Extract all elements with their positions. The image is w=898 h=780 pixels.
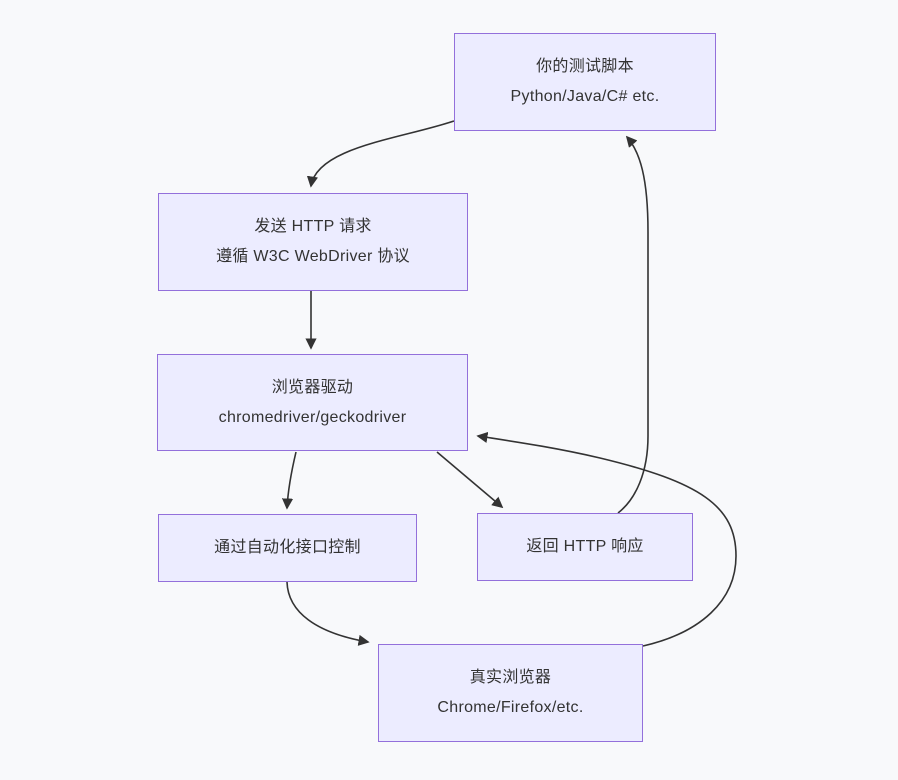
node-http-response: 返回 HTTP 响应: [477, 513, 693, 581]
node-http-request: 发送 HTTP 请求 遵循 W3C WebDriver 协议: [158, 193, 468, 291]
node-automation-control: 通过自动化接口控制: [158, 514, 417, 582]
node-real-browser-line1: 真实浏览器: [469, 669, 552, 686]
node-http-request-line2: 遵循 W3C WebDriver 协议: [216, 248, 410, 265]
node-automation-control-line1: 通过自动化接口控制: [214, 539, 361, 556]
edge-automation-control-to-real-browser: [286, 581, 370, 646]
edge-browser-driver-to-automation-control: [281, 451, 297, 510]
edge-real-browser-to-browser-driver: [476, 431, 737, 647]
node-http-response-line1: 返回 HTTP 响应: [526, 538, 644, 555]
edge-test-script-to-http-request: [306, 120, 455, 188]
edge-browser-driver-to-http-response: [436, 451, 504, 509]
node-real-browser: 真实浏览器 Chrome/Firefox/etc.: [378, 644, 643, 742]
node-browser-driver-line1: 浏览器驱动: [271, 378, 354, 396]
edge-http-response-to-test-script: [617, 135, 649, 514]
node-http-request-line1: 发送 HTTP 请求: [254, 218, 372, 235]
node-browser-driver: 浏览器驱动 chromedriver/geckodriver: [157, 354, 468, 451]
node-real-browser-line2: Chrome/Firefox/etc.: [437, 699, 584, 716]
node-test-script-line2: Python/Java/C# etc.: [510, 88, 660, 105]
node-browser-driver-line2: chromedriver/geckodriver: [218, 408, 407, 426]
node-test-script: 你的测试脚本 Python/Java/C# etc.: [454, 33, 716, 131]
node-test-script-line1: 你的测试脚本: [536, 58, 634, 75]
